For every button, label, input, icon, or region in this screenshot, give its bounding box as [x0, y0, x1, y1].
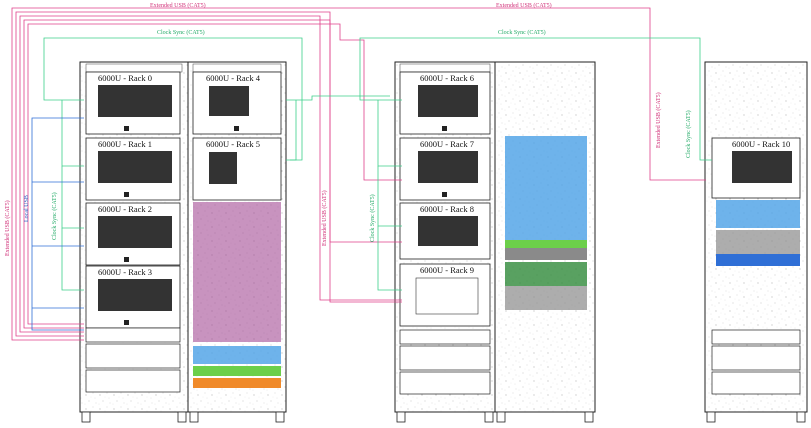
rack-8-title: 6000U - Rack 8	[420, 204, 474, 214]
rack-2-title: 6000U - Rack 2	[98, 204, 152, 214]
rack-5-title: 6000U - Rack 5	[206, 139, 260, 149]
extended-usb-label-left: Extended USB (CAT5)	[150, 2, 206, 9]
clock-sync-label-left: Clock Sync (CAT5)	[157, 29, 205, 36]
rack-7: 6000U - Rack 7	[399, 137, 491, 201]
rack-9: 6000U - Rack 9	[399, 263, 491, 327]
extended-usb-label-right: Extended USB (CAT5)	[496, 2, 552, 9]
clock-sync-label-vertical-mid: Clock Sync (CAT5)	[369, 194, 376, 242]
patch-panel-d	[505, 136, 587, 310]
rack-0: 6000U - Rack 0	[85, 71, 181, 135]
rack-2: 6000U - Rack 2	[85, 202, 181, 266]
extended-usb-cables	[11, 7, 706, 341]
extended-usb-label-vertical-mid: Extended USB (CAT5)	[321, 190, 328, 246]
clock-sync-label-vertical-left: Clock Sync (CAT5)	[51, 192, 58, 240]
rack-1: 6000U - Rack 1	[85, 137, 181, 201]
rack-10-title: 6000U - Rack 10	[732, 139, 790, 149]
rack-8: 6000U - Rack 8	[399, 202, 491, 260]
rack-3: 6000U - Rack 3	[85, 265, 181, 329]
rack-5: 6000U - Rack 5	[192, 137, 282, 201]
rack-10: 6000U - Rack 10	[711, 137, 801, 199]
rack-0-title: 6000U - Rack 0	[98, 73, 152, 83]
rack-3-title: 6000U - Rack 3	[98, 267, 152, 277]
rack-4-title: 6000U - Rack 4	[206, 73, 261, 83]
extended-usb-label-vertical-left: Extended USB (CAT5)	[4, 200, 11, 256]
clock-sync-label-vertical-right: Clock Sync (CAT5)	[685, 110, 692, 158]
local-usb-label: Local USB	[24, 195, 30, 222]
patch-panel-e	[716, 200, 800, 266]
casters	[81, 411, 806, 423]
extended-usb-label-vertical-right: Extended USB (CAT5)	[655, 92, 662, 148]
rack-4: 6000U - Rack 4	[192, 71, 282, 135]
rack-1-title: 6000U - Rack 1	[98, 139, 152, 149]
clock-sync-cables	[43, 37, 712, 291]
local-usb-cables	[31, 117, 84, 331]
patch-panel-b	[193, 202, 281, 388]
clock-sync-label-right: Clock Sync (CAT5)	[498, 29, 546, 36]
rack-6-title: 6000U - Rack 6	[420, 73, 474, 83]
rack-9-title: 6000U - Rack 9	[420, 265, 474, 275]
rack-6: 6000U - Rack 6	[399, 71, 491, 135]
rack-7-title: 6000U - Rack 7	[420, 139, 474, 149]
lower-equipment	[85, 327, 801, 395]
